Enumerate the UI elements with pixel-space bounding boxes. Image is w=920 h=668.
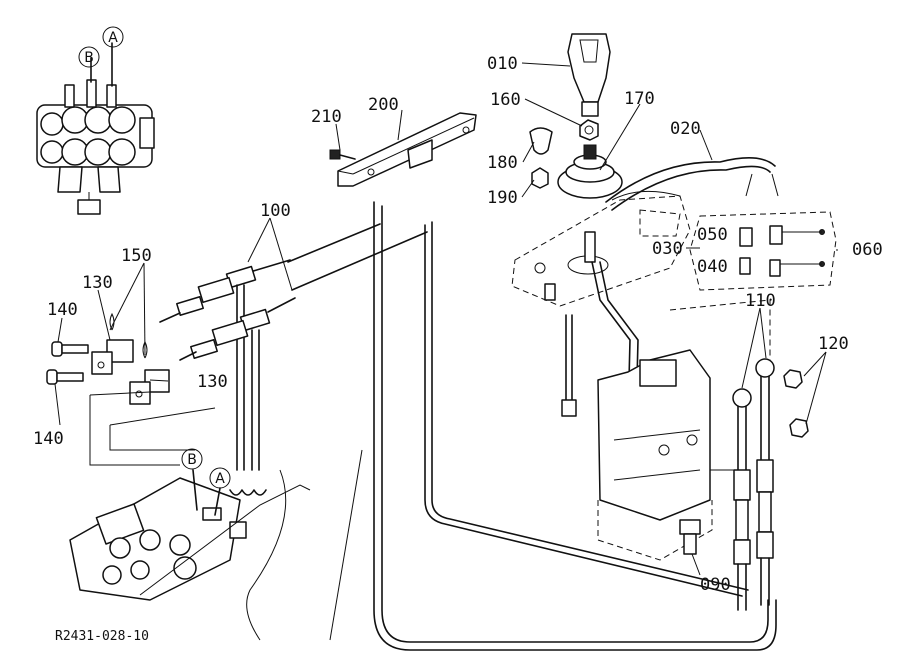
- boot-170: [557, 144, 623, 199]
- nut-120: [783, 369, 809, 438]
- callout-190: 190: [487, 188, 518, 208]
- callout-170: 170: [624, 89, 655, 109]
- bolt-210: [329, 149, 356, 160]
- port-marker-a-bottom: A: [209, 467, 231, 489]
- cable-end-100-upper: [159, 259, 291, 471]
- callout-040: 040: [697, 257, 728, 277]
- bolt-090: [679, 519, 701, 555]
- callout-100: 100: [260, 201, 291, 221]
- callout-210: 210: [311, 107, 342, 127]
- clevis-130-upper: [91, 339, 134, 375]
- callout-090: 090: [700, 575, 731, 595]
- callout-060: 060: [852, 240, 883, 260]
- switch-housing: [597, 299, 771, 561]
- leader-boxes: [89, 391, 216, 466]
- valve-assembly-bottom: [69, 449, 363, 641]
- callout-140-upper: 140: [47, 300, 78, 320]
- svg-text:A: A: [215, 471, 225, 487]
- callout-010: 010: [487, 54, 518, 74]
- cable-routes: [287, 201, 777, 651]
- clevis-130-lower: [129, 369, 170, 405]
- leader-lines: [54, 62, 838, 576]
- callout-030: 030: [652, 239, 683, 259]
- control-base-plate: [511, 190, 691, 307]
- svg-text:B: B: [187, 452, 197, 468]
- callout-200: 200: [368, 95, 399, 115]
- cable-end-100-lower: [179, 297, 296, 471]
- svg-text:A: A: [108, 30, 118, 46]
- callout-140-lower: 140: [33, 429, 64, 449]
- callout-180: 180: [487, 153, 518, 173]
- pin-140-upper: [51, 341, 89, 357]
- bracket-200: [337, 112, 477, 187]
- figure-reference: R2431-028-10: [55, 629, 149, 644]
- port-marker-a-top: A: [102, 26, 124, 48]
- callout-150: 150: [121, 246, 152, 266]
- port-marker-b-top: B: [78, 46, 100, 68]
- rod-end-110-right: [755, 358, 775, 606]
- valve-schematic: [36, 42, 155, 215]
- callout-130-lower: 130: [197, 372, 228, 392]
- shift-rod: [561, 261, 639, 421]
- knob-010: [567, 33, 611, 117]
- connector-group-030: [689, 211, 837, 291]
- svg-text:B: B: [84, 50, 94, 66]
- callout-110: 110: [745, 291, 776, 311]
- callout-050: 050: [697, 225, 728, 245]
- port-marker-b-bottom: B: [181, 448, 203, 470]
- pin-140-lower: [46, 369, 84, 385]
- harness-020: [605, 157, 779, 211]
- callout-130-upper: 130: [82, 273, 113, 293]
- rod-end-110-left: [732, 388, 752, 611]
- callout-160: 160: [490, 90, 521, 110]
- knob-180: [529, 127, 553, 155]
- callout-020: 020: [670, 119, 701, 139]
- nut-190: [531, 167, 549, 189]
- callout-120: 120: [818, 334, 849, 354]
- nut-160: [579, 119, 599, 141]
